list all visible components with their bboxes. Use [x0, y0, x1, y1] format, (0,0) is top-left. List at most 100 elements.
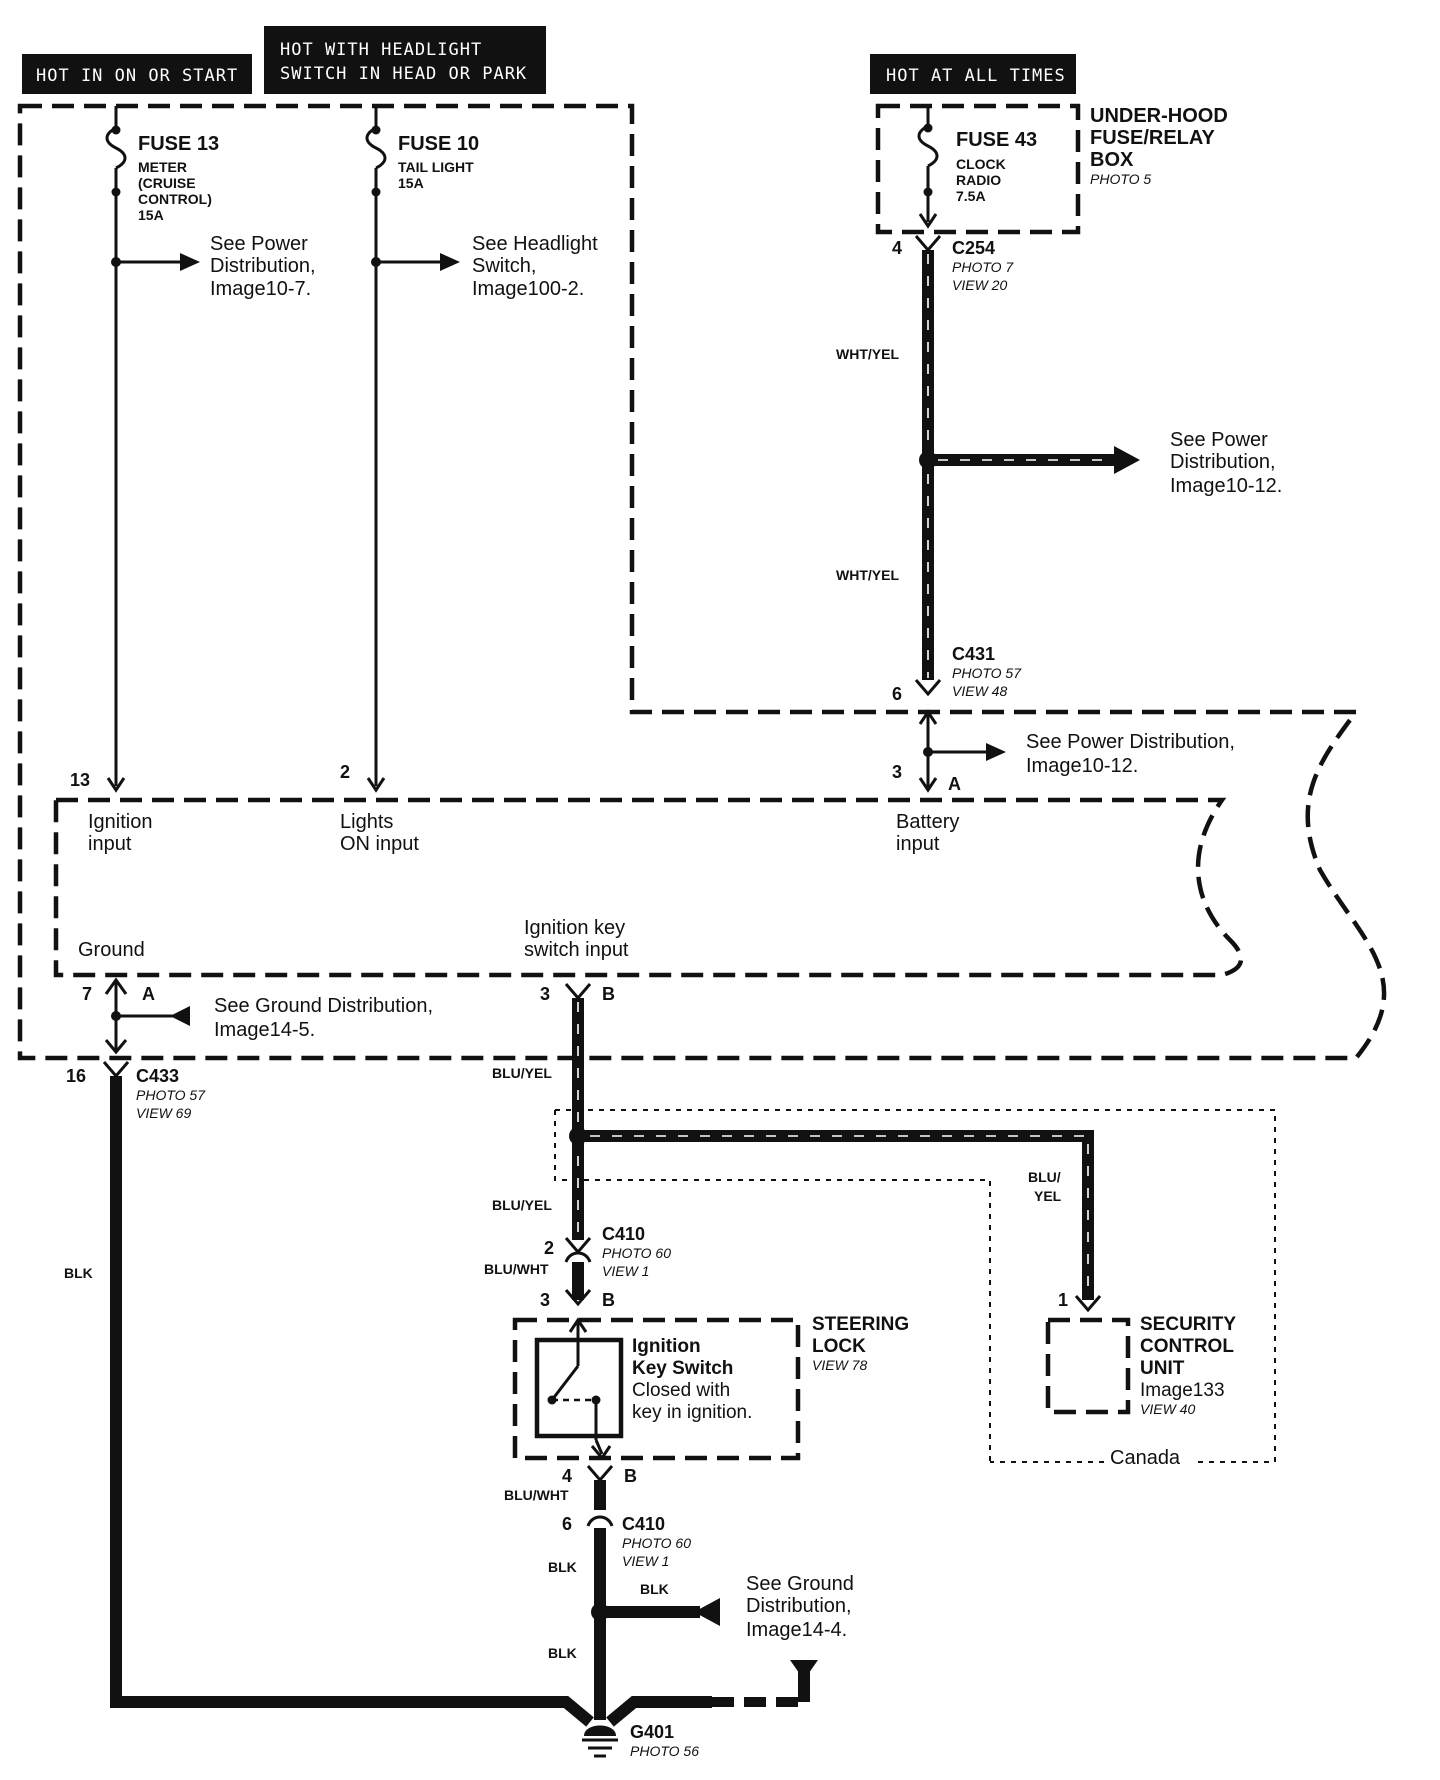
ref-power-dist-10-12a-3: Image10-12.	[1170, 475, 1282, 497]
steering-lock-title-2: LOCK	[812, 1336, 866, 1357]
ignition-key-input-label-2: switch input	[524, 939, 629, 961]
ref-headlight-switch-1: See Headlight	[472, 233, 598, 255]
fuse-10-amp: 15A	[398, 175, 424, 191]
fuse-13-label: FUSE 13	[138, 133, 219, 155]
steering-lock-pin-b-lower: B	[624, 1466, 637, 1486]
c431-photo: PHOTO 57	[952, 665, 1022, 681]
pin-a-ground: A	[142, 984, 155, 1004]
header-hot-all-times: HOT AT ALL TIMES	[870, 54, 1076, 94]
ignition-input-label-1: Ignition	[88, 811, 153, 833]
wire-label-blu-yel-2: BLU/YEL	[492, 1197, 552, 1213]
c254-connector-symbol	[914, 235, 942, 253]
underhood-box-outline	[875, 103, 1081, 235]
header-hot-headlight-line1: HOT WITH HEADLIGHT	[280, 40, 482, 60]
wire-label-blk-1: BLK	[64, 1265, 93, 1281]
c433-view: VIEW 69	[136, 1105, 191, 1121]
steering-lock-view: VIEW 78	[812, 1357, 867, 1373]
steering-lock-pin-3: 3	[540, 1290, 550, 1310]
underhood-label-3: BOX	[1090, 149, 1134, 171]
ground-circuit-pin7	[104, 977, 190, 1055]
canada-label-bg	[1104, 1446, 1194, 1470]
pin-2: 2	[340, 762, 350, 782]
fuse-box-outline	[17, 103, 1387, 1061]
ref-headlight-switch-3: Image100-2.	[472, 278, 584, 300]
battery-input-circuit	[918, 709, 1006, 793]
ref-ground-dist-14-4-1: See Ground	[746, 1573, 854, 1595]
fuse-10-label: FUSE 10	[398, 133, 479, 155]
pin-b-key: B	[602, 984, 615, 1004]
fuse-43-label: FUSE 43	[956, 129, 1037, 151]
ignition-key-input-label-1: Ignition key	[524, 917, 625, 939]
c410-lower-view: VIEW 1	[622, 1553, 669, 1569]
c431-view: VIEW 48	[952, 683, 1007, 699]
fuse-43-desc-2: RADIO	[956, 172, 1001, 188]
c431-label: C431	[952, 644, 995, 664]
ignition-key-switch	[534, 1317, 624, 1461]
ref-ground-dist-14-5-2: Image14-5.	[214, 1019, 315, 1041]
wire-label-wht-yel-2: WHT/YEL	[836, 567, 899, 583]
c410-upper-photo: PHOTO 60	[602, 1245, 671, 1261]
ref-power-dist-10-12b-2: Image10-12.	[1026, 755, 1138, 777]
pin-a-battery: A	[948, 774, 961, 794]
security-unit-label-1: SECURITY	[1140, 1314, 1236, 1335]
security-unit-label-3: UNIT	[1140, 1358, 1185, 1379]
pin-3-key: 3	[540, 984, 550, 1004]
fuse-10-desc: TAIL LIGHT	[398, 159, 474, 175]
fuse-13-desc-1: METER	[138, 159, 187, 175]
steering-lock-pin3-symbol	[564, 1289, 592, 1307]
header-hot-all-times-text: HOT AT ALL TIMES	[886, 66, 1066, 86]
fuse-43-amp: 7.5A	[956, 188, 986, 204]
c254-view: VIEW 20	[952, 277, 1007, 293]
security-unit-pin1-symbol	[1074, 1295, 1102, 1313]
wire-label-blk-3: BLK	[640, 1581, 669, 1597]
blk-main-ground-wire	[110, 1076, 594, 1727]
wire-label-wht-yel-1: WHT/YEL	[836, 346, 899, 362]
steering-lock-outline	[512, 1317, 801, 1461]
c410-lower-photo: PHOTO 60	[622, 1535, 691, 1551]
security-unit-view: VIEW 40	[1140, 1401, 1195, 1417]
fuse-43-circuit	[917, 106, 939, 229]
security-unit-label-2: CONTROL	[1140, 1336, 1234, 1357]
c433-photo: PHOTO 57	[136, 1087, 206, 1103]
c410-lower-pin-6: 6	[562, 1514, 572, 1534]
g401-ground-icon	[582, 1725, 618, 1758]
fuse-43-desc-1: CLOCK	[956, 156, 1006, 172]
ignition-key-switch-label-3: Closed with	[632, 1380, 730, 1401]
ground-label: Ground	[78, 939, 145, 961]
wire-label-blu-yel-1: BLU/YEL	[492, 1065, 552, 1081]
wire-label-blu-wht-1: BLU/WHT	[484, 1261, 549, 1277]
lights-on-input-label-1: Lights	[340, 811, 393, 833]
ref-headlight-switch-2: Switch,	[472, 255, 536, 277]
ref-ground-dist-14-5-1: See Ground Distribution,	[214, 995, 433, 1017]
c410-lower-connector-symbol	[586, 1515, 614, 1527]
ref-power-dist-10-12b-1: See Power Distribution,	[1026, 731, 1235, 753]
header-hot-headlight-line2: SWITCH IN HEAD OR PARK	[280, 64, 527, 84]
c410-lower-label: C410	[622, 1514, 665, 1534]
ref-ground-dist-14-4-3: Image14-4.	[746, 1619, 847, 1641]
wire-label-blu-yel-3b: YEL	[1034, 1188, 1062, 1204]
lights-on-input-label-2: ON input	[340, 833, 419, 855]
security-unit-image-ref: Image133	[1140, 1380, 1225, 1401]
security-unit-pin-1: 1	[1058, 1290, 1068, 1310]
ref-power-dist-10-7-1: See Power	[210, 233, 308, 255]
steering-lock-pin-4: 4	[562, 1466, 572, 1486]
ref-power-dist-10-12a-1: See Power	[1170, 429, 1268, 451]
ignition-input-label-2: input	[88, 833, 132, 855]
g401-label: G401	[630, 1722, 674, 1742]
wht-yel-wire	[919, 250, 1140, 680]
underhood-label-1: UNDER-HOOD	[1090, 105, 1228, 127]
c254-label: C254	[952, 238, 995, 258]
control-unit-outline	[53, 797, 1244, 978]
c410-upper-connector-symbol	[564, 1237, 592, 1263]
c254-pin-4: 4	[892, 238, 902, 258]
blk-lower-ground-wire	[591, 1528, 818, 1727]
steering-lock-pin4-symbol	[586, 1465, 614, 1483]
ref-power-dist-10-12a-2: Distribution,	[1170, 451, 1276, 473]
c433-pin-16: 16	[66, 1066, 86, 1086]
canada-label: Canada	[1110, 1447, 1181, 1469]
ref-ground-dist-14-4-2: Distribution,	[746, 1595, 852, 1617]
fuse-13-desc-2: (CRUISE	[138, 175, 196, 191]
header-hot-in-on: HOT IN ON OR START	[22, 54, 252, 94]
wire-label-blk-4: BLK	[548, 1645, 577, 1661]
